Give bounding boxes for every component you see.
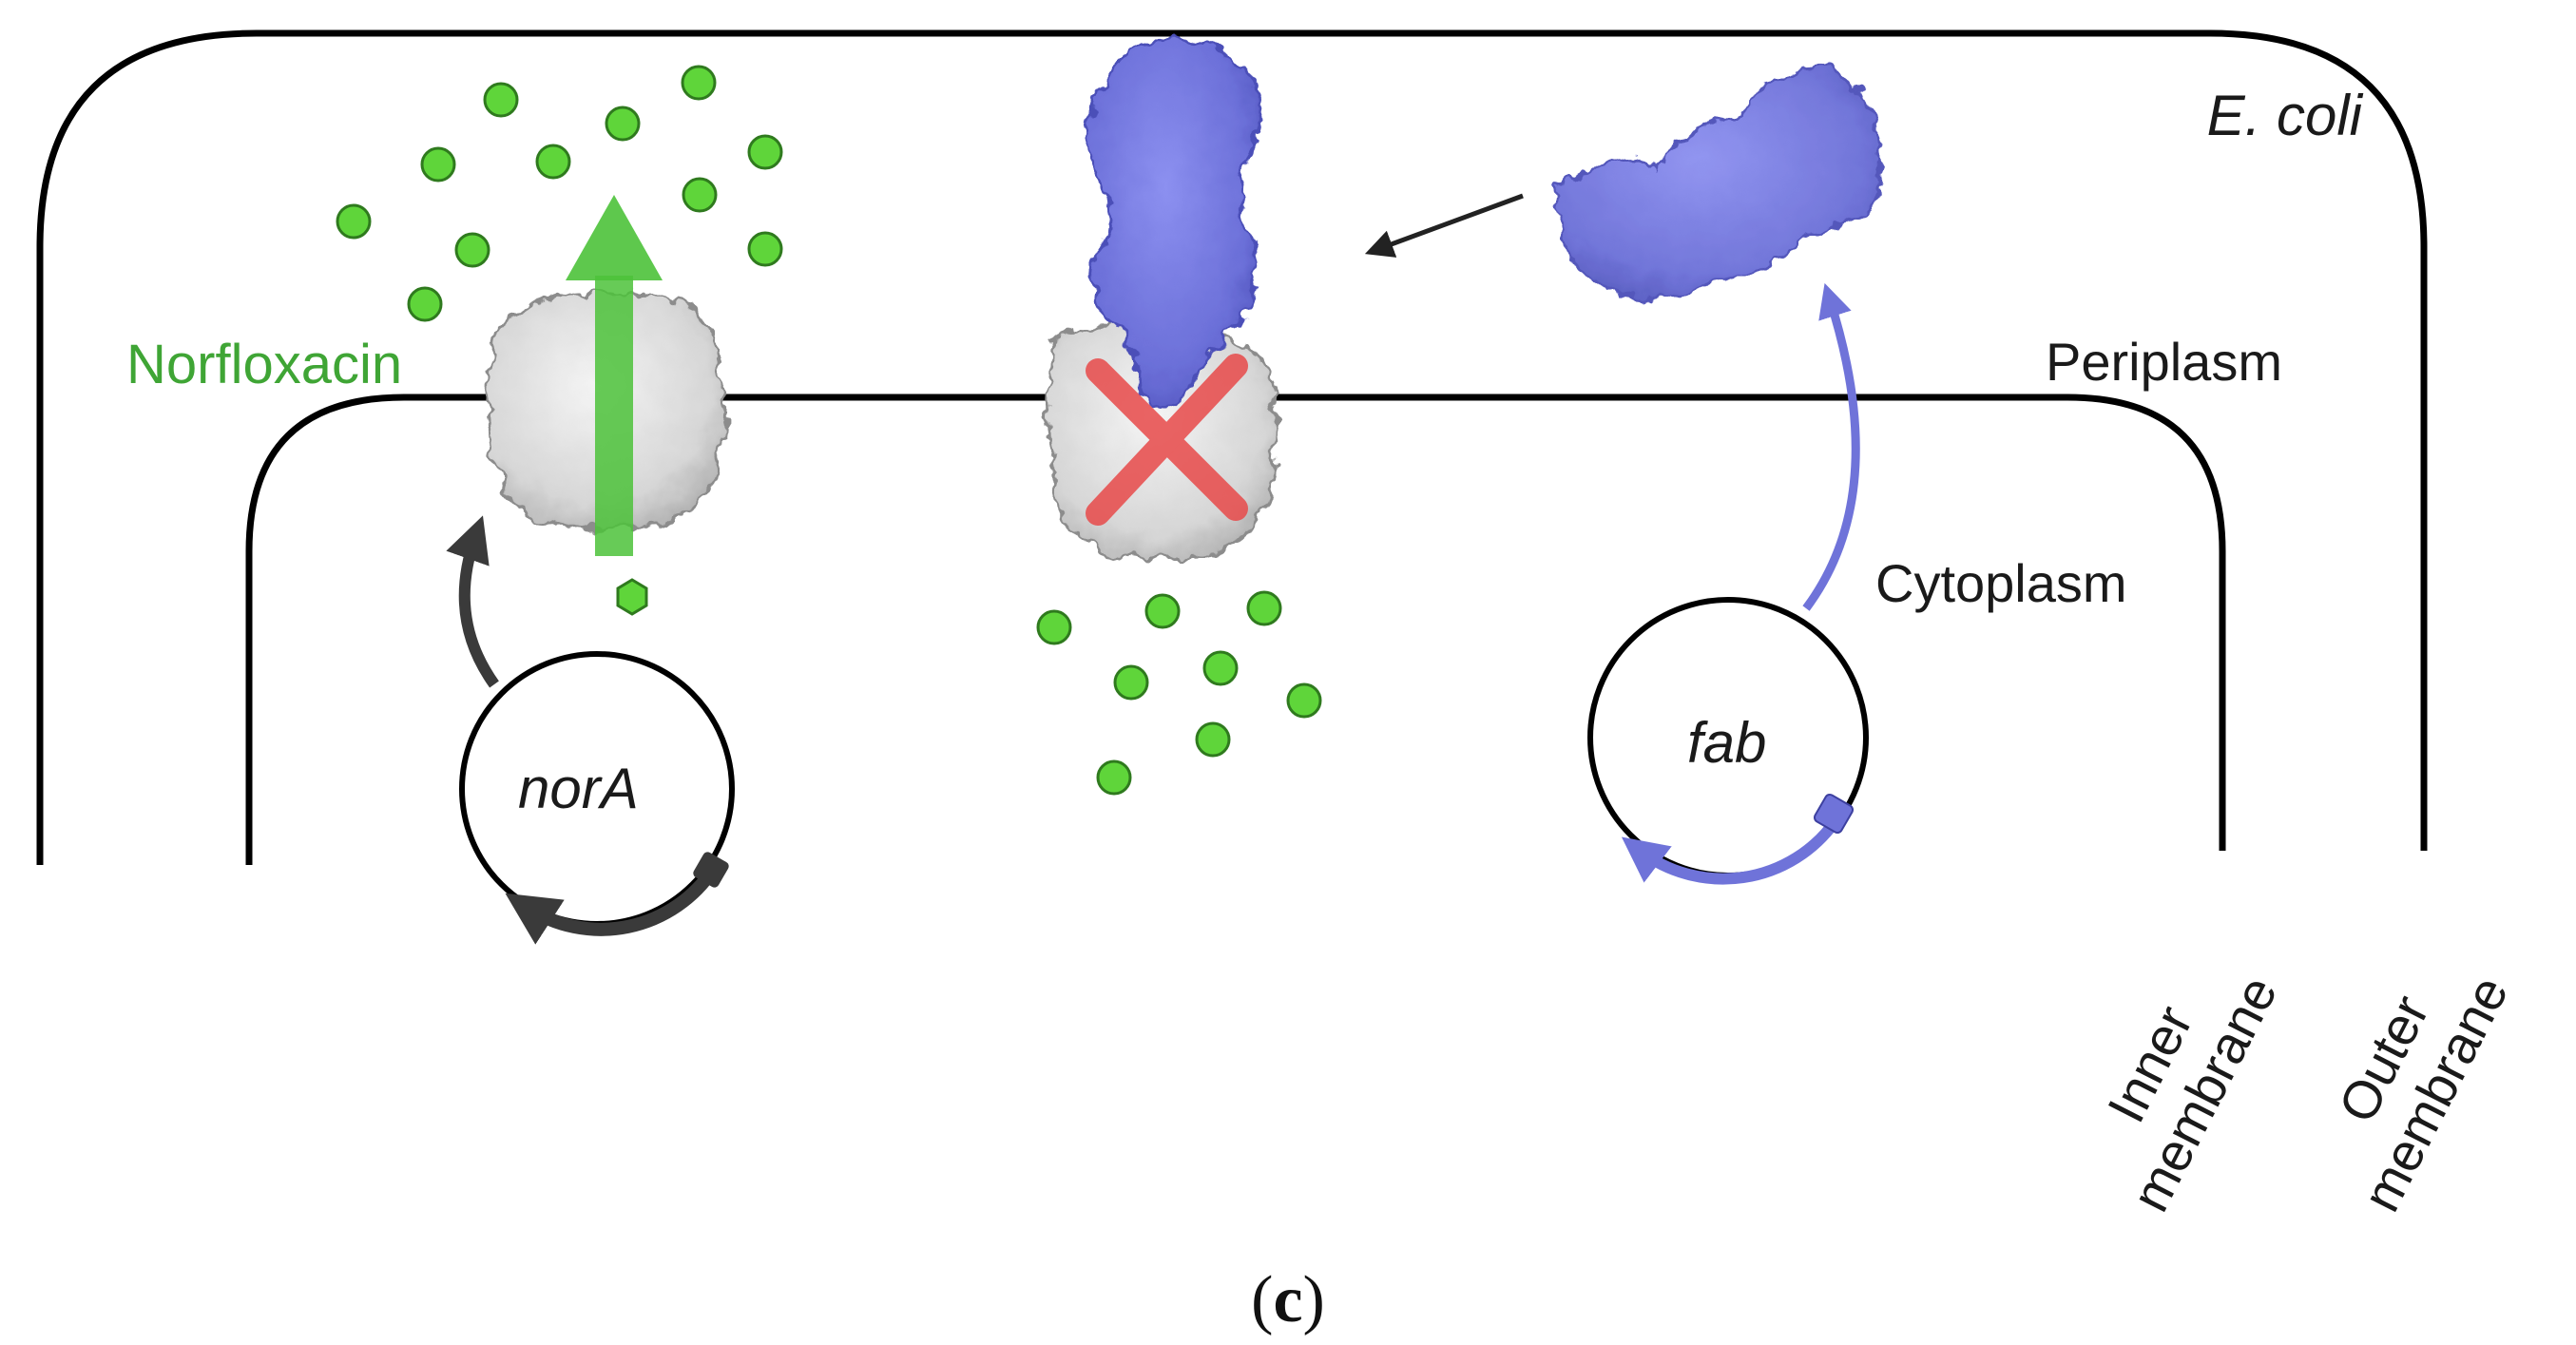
antibody-free — [1552, 66, 1882, 299]
plasmid-left — [446, 515, 735, 945]
caption-letter: c — [1273, 1263, 1302, 1336]
panel-caption: (c) — [1251, 1263, 1325, 1336]
binding-arrow — [1364, 193, 1524, 258]
plasmid-right — [1587, 282, 1869, 885]
outer-membrane-label: Outer membrane — [2327, 967, 2520, 1220]
drug-molecules-outside — [336, 65, 783, 322]
plasmid-left-label: norA — [518, 757, 639, 820]
drug-label: Norfloxacin — [126, 334, 402, 395]
blocked-cross — [1086, 354, 1248, 526]
organism-label: E. coli — [2207, 84, 2364, 147]
drug-molecule-inside — [616, 578, 648, 616]
caption-close: ) — [1303, 1263, 1325, 1336]
outer-membrane — [36, 29, 2428, 865]
antibody-bound — [1086, 37, 1260, 413]
periplasm-label: Periplasm — [2046, 332, 2282, 392]
plasmid-right-label: fab — [1687, 711, 1766, 775]
inner-membrane-label: Inner membrane — [2096, 967, 2289, 1220]
cytoplasm-label: Cytoplasm — [1875, 553, 2127, 613]
drug-molecules-trapped — [1036, 590, 1322, 796]
caption-open: ( — [1251, 1263, 1273, 1336]
export-arrow — [566, 195, 663, 556]
